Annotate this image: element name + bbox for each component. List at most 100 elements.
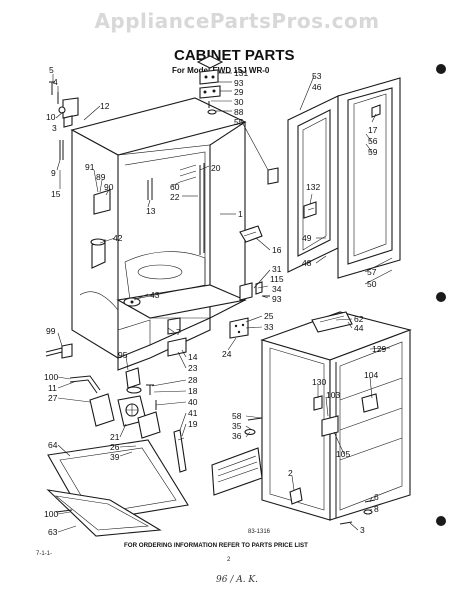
cabinet-shell <box>70 97 247 371</box>
callout-36: 36 <box>232 431 242 441</box>
callout-59: 59 <box>368 147 378 157</box>
callout-132: 132 <box>306 182 320 192</box>
callout-33: 33 <box>264 322 274 332</box>
callout-60: 60 <box>170 182 180 192</box>
callout-99: 99 <box>46 326 56 336</box>
screws-lower-right <box>339 499 376 525</box>
binder-hole-icon <box>436 64 446 74</box>
diagram-subtitle: For Model EWD 15J WR-0 <box>172 66 270 75</box>
callout-14: 14 <box>188 352 198 362</box>
callout-95: 95 <box>118 350 128 360</box>
callout-39: 39 <box>110 452 120 462</box>
callout-42: 42 <box>113 233 123 243</box>
callout-49: 49 <box>302 233 312 243</box>
inner-liner <box>260 311 412 521</box>
callout-3b: 3 <box>360 525 365 535</box>
page-number: 2 <box>227 557 231 563</box>
door-stop-part <box>303 201 317 219</box>
callout-91: 91 <box>85 162 95 172</box>
callout-56: 56 <box>368 136 378 146</box>
callout-104: 104 <box>364 370 378 380</box>
callout-6: 6 <box>374 492 379 502</box>
binder-hole-icon <box>436 516 446 526</box>
hinge-plate <box>229 317 249 339</box>
callout-88: 88 <box>234 107 244 117</box>
callout-34: 34 <box>272 284 282 294</box>
callout-24: 24 <box>222 349 232 359</box>
clip-part <box>267 167 279 185</box>
callout-63: 63 <box>48 527 58 537</box>
callout-5: 5 <box>49 65 54 75</box>
callout-2: 2 <box>288 468 293 478</box>
bracket-part <box>239 225 263 243</box>
callout-131: 131 <box>234 68 248 78</box>
callout-25: 25 <box>264 311 274 321</box>
callout-100b: 100 <box>44 509 58 519</box>
callout-17: 17 <box>368 125 378 135</box>
callout-129: 129 <box>372 344 386 354</box>
callout-100: 100 <box>44 372 58 382</box>
diagram-title: CABINET PARTS <box>174 47 295 64</box>
binder-hole-icon <box>436 292 446 302</box>
callout-57: 57 <box>367 267 377 277</box>
screw-part <box>247 417 263 421</box>
callout-20: 20 <box>211 163 221 173</box>
callout-13: 13 <box>146 206 156 216</box>
corner-code: 7-1-1- <box>36 551 52 557</box>
callout-130: 130 <box>312 377 326 387</box>
callout-26: 26 <box>110 442 120 452</box>
callout-7: 7 <box>176 327 181 337</box>
callout-93: 93 <box>234 78 244 88</box>
callout-10: 10 <box>46 112 56 122</box>
callout-35: 35 <box>232 421 242 431</box>
door-gasket-frames <box>287 77 401 279</box>
toe-grille <box>211 447 263 496</box>
callout-43: 43 <box>150 290 160 300</box>
screw-part <box>146 384 154 395</box>
lower-tray <box>46 489 162 537</box>
leader-lines <box>52 72 393 533</box>
callout-1: 1 <box>238 209 243 219</box>
callout-15: 15 <box>51 189 61 199</box>
handwritten-note: 96 / A. K. <box>216 575 258 585</box>
callout-93b: 93 <box>272 294 282 304</box>
watermark-text: AppliancePartsPros.com <box>94 9 379 33</box>
callout-21: 21 <box>110 432 120 442</box>
callout-44: 44 <box>354 323 364 333</box>
callout-3: 3 <box>52 123 57 133</box>
callout-58: 58 <box>232 411 242 421</box>
callout-90: 90 <box>104 182 114 192</box>
callout-12: 12 <box>100 101 110 111</box>
callout-22: 22 <box>170 192 180 202</box>
callout-41: 41 <box>188 408 198 418</box>
callout-40: 40 <box>188 397 198 407</box>
callout-23: 23 <box>188 363 198 373</box>
callout-18: 18 <box>188 386 198 396</box>
callout-103: 103 <box>326 390 340 400</box>
water-valve-parts <box>45 343 101 394</box>
motor-part <box>125 367 141 389</box>
callout-64: 64 <box>48 440 58 450</box>
lower-bracket <box>167 337 187 357</box>
fan-assembly <box>89 393 161 439</box>
callout-30: 30 <box>234 97 244 107</box>
diagram-code: 83-1316 <box>248 529 271 535</box>
callout-115: 115 <box>270 274 284 284</box>
callout-16: 16 <box>272 245 282 255</box>
callout-19: 19 <box>188 419 198 429</box>
upper-hinge-parts <box>196 55 224 115</box>
callout-8: 8 <box>374 504 379 514</box>
callout-28: 28 <box>188 375 198 385</box>
callout-31: 31 <box>272 264 282 274</box>
top-hinge-assembly <box>49 81 79 160</box>
ordering-footer: FOR ORDERING INFORMATION REFER TO PARTS … <box>124 542 308 549</box>
callout-29: 29 <box>234 87 244 97</box>
callout-46: 46 <box>312 82 322 92</box>
callout-55: 55 <box>234 117 244 127</box>
callout-27: 27 <box>48 393 58 403</box>
callout-11: 11 <box>48 383 57 393</box>
callout-labels: 5 4 10 3 12 9 15 91 89 90 13 42 43 131 9… <box>44 65 386 537</box>
callout-9: 9 <box>51 168 56 178</box>
callout-50: 50 <box>367 279 377 289</box>
